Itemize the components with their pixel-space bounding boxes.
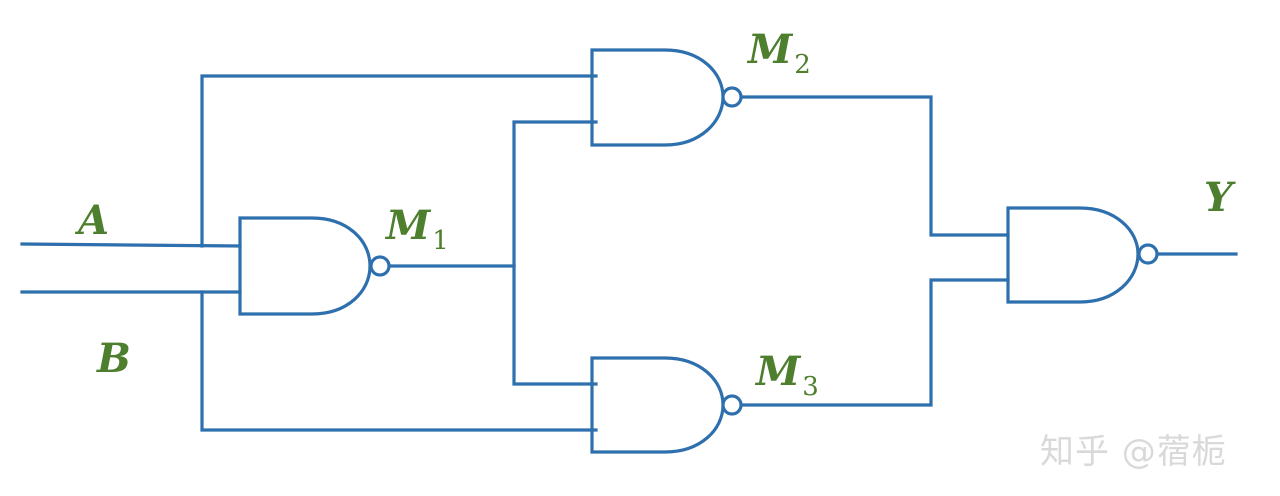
watermark-text: 知乎 @蓿栀 <box>1040 432 1227 472</box>
gate-label-m1-subscript: 1 <box>432 226 449 256</box>
nand-gate-m3-bubble <box>721 394 743 416</box>
wire-m3-output <box>740 278 1010 407</box>
nand-gate-output <box>1006 206 1159 304</box>
nand-gate-m1-bubble <box>369 255 391 277</box>
nand-gate-m1-body <box>238 216 372 316</box>
wire-m1-to-m2 <box>512 120 598 268</box>
gate-label-m2-main: M <box>746 26 794 73</box>
gate-label-m3: M3 <box>754 348 819 402</box>
nand-gate-m2 <box>590 48 743 147</box>
gate-label-m2: M2 <box>746 26 811 80</box>
gate-label-m3-subscript: 3 <box>802 372 819 402</box>
nand-gate-output-body <box>1006 206 1140 304</box>
input-label-a: A <box>74 197 109 244</box>
wire-m1-to-m3 <box>512 264 598 386</box>
gate-label-m3-main: M <box>754 348 802 395</box>
wire-b-to-m3 <box>200 290 598 432</box>
gate-label-m1: M1 <box>384 202 449 256</box>
output-label-y: Y <box>1204 174 1236 221</box>
nand-gate-m1 <box>238 216 391 316</box>
input-label-b: B <box>96 335 131 382</box>
nand-gate-output-bubble <box>1137 243 1159 265</box>
wire-a-to-m2 <box>200 74 598 248</box>
nand-gate-m2-body <box>590 48 725 147</box>
nand-gate-m2-bubble <box>721 86 743 108</box>
gate-label-m1-main: M <box>384 202 432 249</box>
nand-gate-m3 <box>590 356 743 454</box>
gate-label-m2-subscript: 2 <box>794 50 811 80</box>
nand-gate-m3-body <box>590 356 725 454</box>
wire-input-a <box>20 242 242 248</box>
wire-m2-output <box>740 95 1010 237</box>
